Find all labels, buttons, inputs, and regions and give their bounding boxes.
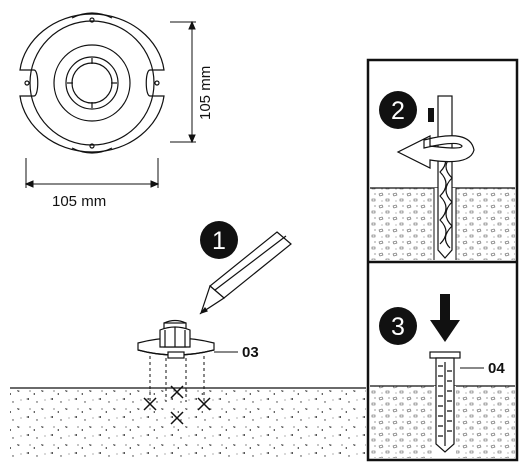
part-label-base: 03	[242, 344, 259, 361]
step-2-badge: 2	[379, 91, 417, 129]
part-label-anchor: 04	[488, 360, 505, 377]
step-3-badge: 3	[379, 307, 417, 345]
drill-mark-icon	[143, 385, 211, 425]
dimension-lines	[24, 20, 196, 188]
drill-mark-guides	[149, 356, 205, 402]
step-1-number: 1	[212, 227, 226, 255]
step-2-number: 2	[391, 97, 405, 125]
step-1-badge: 1	[200, 221, 238, 259]
pencil-icon	[199, 231, 292, 315]
base-plate-top-view	[19, 12, 165, 154]
push-down-arrow-icon	[430, 294, 460, 342]
drill-bit-icon	[437, 95, 453, 259]
base-plate-side-view	[137, 319, 238, 359]
height-dimension-label: 105 mm	[197, 66, 214, 120]
step-3-number: 3	[391, 313, 405, 341]
wall-plug-icon	[429, 351, 484, 453]
width-dimension-label: 105 mm	[52, 193, 106, 210]
rotation-arrow-icon	[396, 108, 475, 169]
ground-surface	[10, 387, 366, 460]
